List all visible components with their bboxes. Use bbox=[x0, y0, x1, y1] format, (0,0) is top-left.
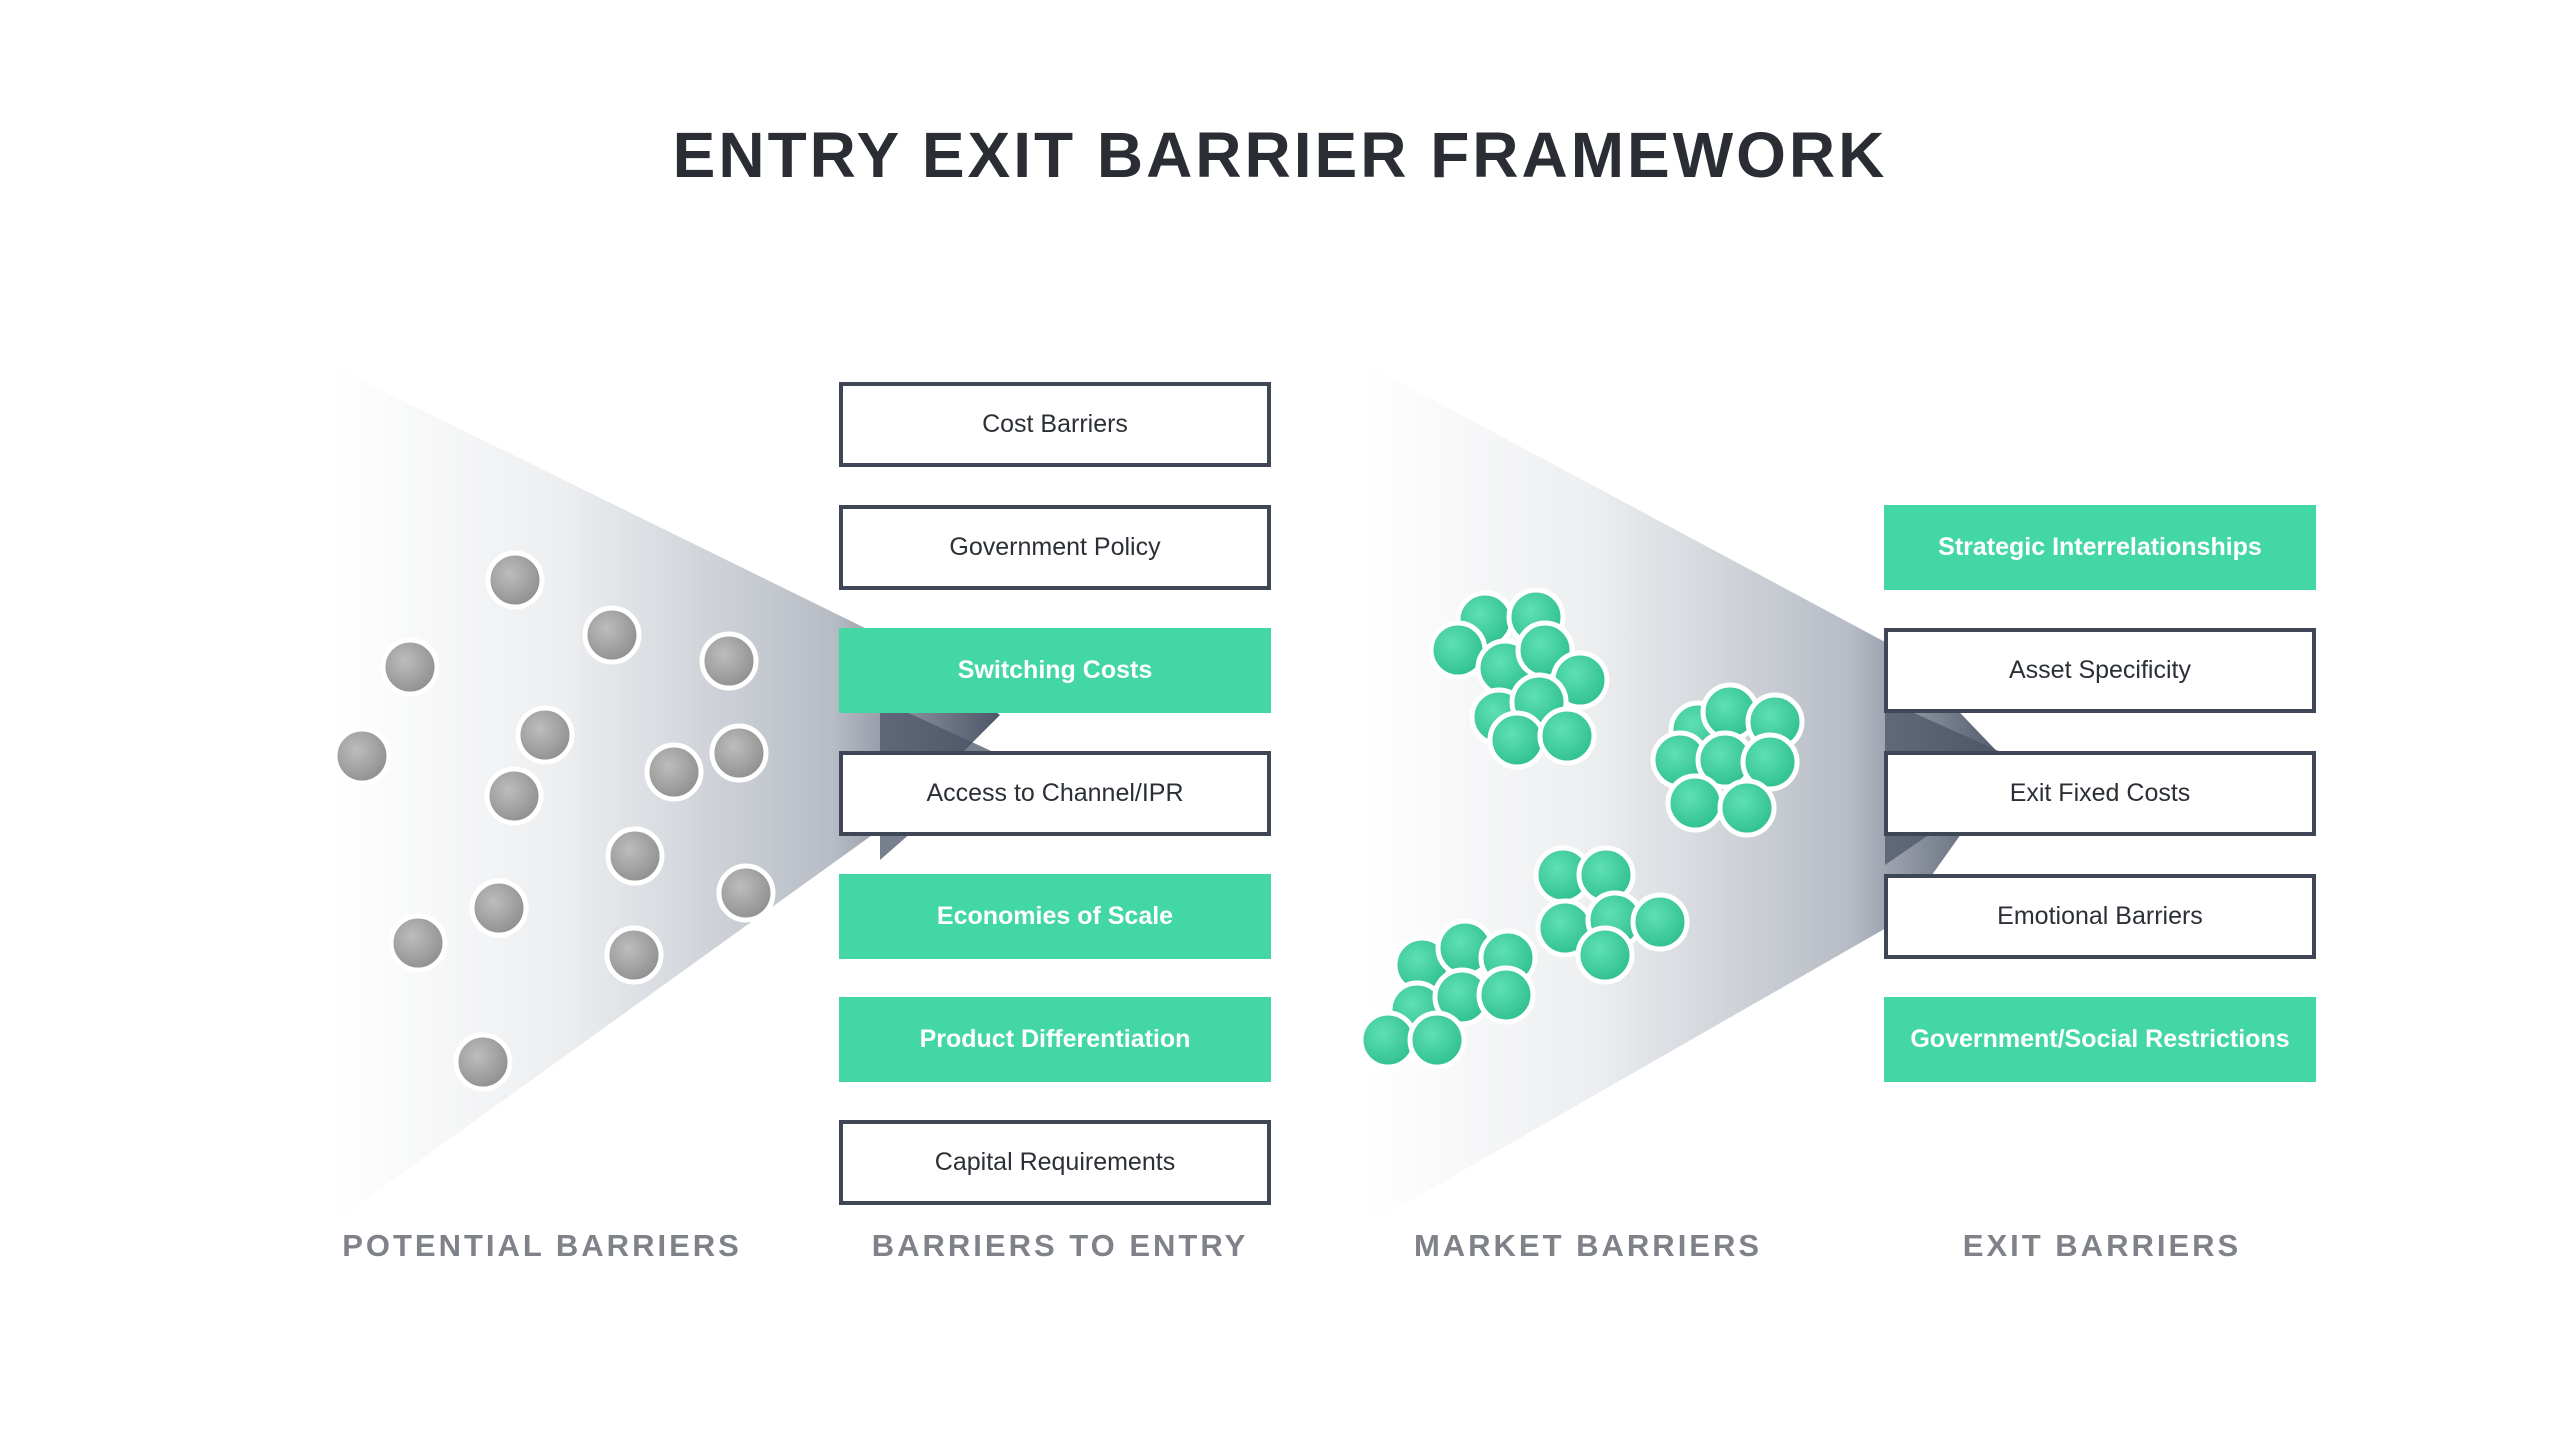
grey-dot bbox=[469, 878, 529, 938]
green-dot bbox=[1476, 965, 1536, 1025]
entry-barrier-product-differentiation: Product Differentiation bbox=[839, 997, 1271, 1082]
label-exit-barriers: EXIT BARRIERS bbox=[1962, 1228, 2242, 1263]
green-dot bbox=[1358, 1010, 1418, 1070]
grey-dot bbox=[515, 705, 575, 765]
market-barrier-clusters bbox=[1358, 587, 1805, 1070]
green-dot bbox=[1717, 778, 1777, 838]
green-dot bbox=[1665, 773, 1725, 833]
grey-dot bbox=[605, 826, 665, 886]
green-dot bbox=[1487, 710, 1547, 770]
page-title: ENTRY EXIT BARRIER FRAMEWORK bbox=[672, 119, 1888, 191]
grey-dot bbox=[644, 742, 704, 802]
green-dot bbox=[1630, 892, 1690, 952]
entry-barrier-government-policy: Government Policy bbox=[839, 505, 1271, 590]
green-dot bbox=[1537, 706, 1597, 766]
grey-dot bbox=[484, 766, 544, 826]
green-dot bbox=[1740, 732, 1800, 792]
grey-dot bbox=[709, 723, 769, 783]
grey-dot bbox=[388, 913, 448, 973]
label-barriers-to-entry: BARRIERS TO ENTRY bbox=[871, 1228, 1249, 1263]
grey-dot bbox=[699, 631, 759, 691]
exit-barrier-government-social-restrictions: Government/Social Restrictions bbox=[1884, 997, 2316, 1082]
label-market-barriers: MARKET BARRIERS bbox=[1413, 1228, 1763, 1263]
label-potential-barriers: POTENTIAL BARRIERS bbox=[342, 1228, 742, 1263]
grey-dot bbox=[716, 863, 776, 923]
exit-barrier-exit-fixed-costs: Exit Fixed Costs bbox=[1884, 751, 2316, 836]
grey-dot bbox=[453, 1032, 513, 1092]
green-dot bbox=[1575, 925, 1635, 985]
entry-barrier-economies-of-scale: Economies of Scale bbox=[839, 874, 1271, 959]
grey-dot bbox=[380, 637, 440, 697]
grey-dot bbox=[604, 925, 664, 985]
exit-barrier-emotional-barriers: Emotional Barriers bbox=[1884, 874, 2316, 959]
entry-barrier-access-to-channel: Access to Channel/IPR bbox=[839, 751, 1271, 836]
entry-barrier-cost-barriers: Cost Barriers bbox=[839, 382, 1271, 467]
green-dot bbox=[1407, 1010, 1467, 1070]
potential-barrier-dots bbox=[332, 550, 776, 1092]
entry-barrier-capital-requirements: Capital Requirements bbox=[839, 1120, 1271, 1205]
grey-dot bbox=[582, 605, 642, 665]
entry-barrier-switching-costs: Switching Costs bbox=[839, 628, 1271, 713]
grey-dot bbox=[332, 726, 392, 786]
grey-dot bbox=[485, 550, 545, 610]
exit-barrier-asset-specificity: Asset Specificity bbox=[1884, 628, 2316, 713]
exit-barrier-strategic-interrelationships: Strategic Interrelationships bbox=[1884, 505, 2316, 590]
